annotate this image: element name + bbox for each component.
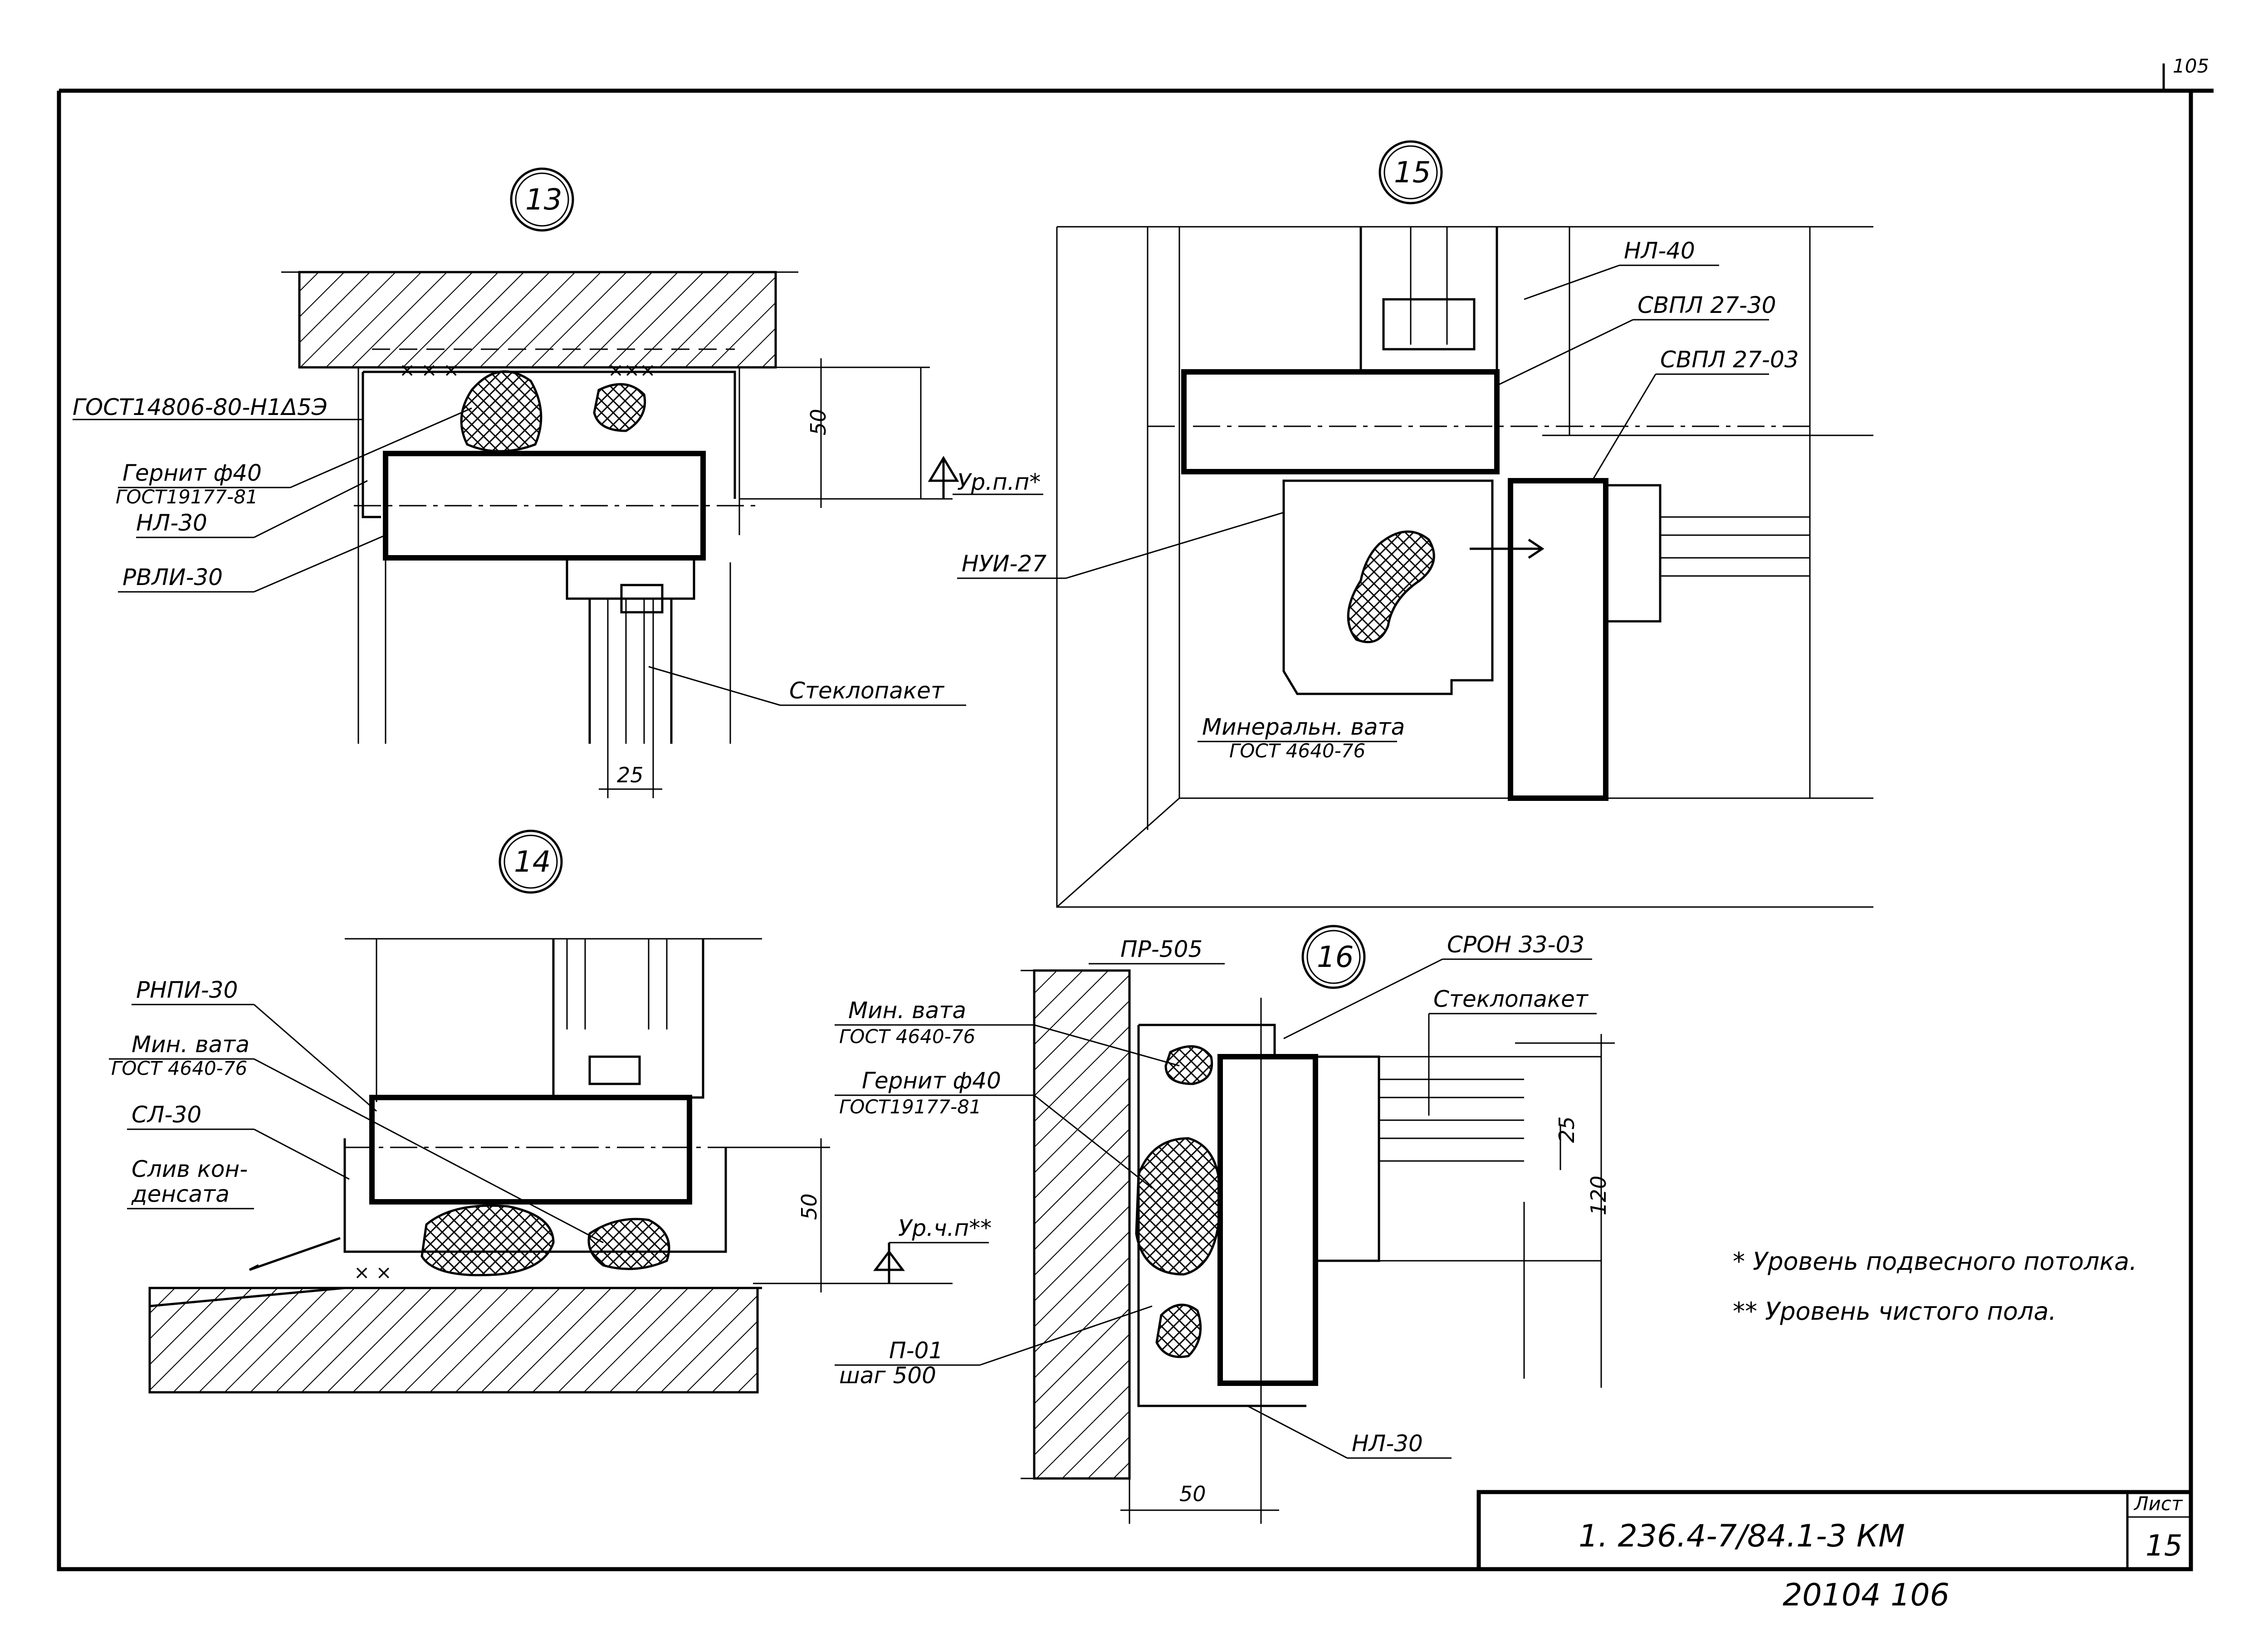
label-steklopaket: Стеклопакет [789,678,945,704]
label-svpl-27-03: СВПЛ 27-03 [1660,346,1799,373]
dim-120: 120 [1586,1176,1611,1215]
label-gost4640: ГОСТ 4640-76 [111,1057,247,1079]
label-mineraln-vata: Минеральн. вата [1202,714,1405,740]
sill-profile [369,1095,692,1205]
label-nl30: НЛ-30 [136,510,207,536]
dim-25-16: 25 [1554,1116,1579,1143]
transom-profile-15 [1181,369,1500,474]
svg-text:×××: ××× [608,359,656,381]
label-sliv-kon: Слив кон- [132,1156,248,1182]
top-corner-mark: 105 [2173,55,2209,77]
level-mark-ceiling: Ур.п.п* [957,469,1041,495]
gernit-seal-14 [420,1204,555,1277]
notes: * Уровень подвесного потолка. ** Уровень… [1733,1247,2137,1326]
dim-25: 25 [617,763,644,787]
dim-50-16: 50 [1179,1482,1206,1506]
floor-hatch [148,1287,759,1394]
label-gost4640-15: ГОСТ 4640-76 [1229,740,1365,762]
detail-15-number: 15 [1394,156,1431,190]
sheet-designation: 1. 236.4-7/84.1-3 КМ [1579,1518,1905,1554]
label-pr505: ПР-505 [1120,936,1202,962]
level-mark-floor: Ур.ч.п** [898,1215,992,1241]
label-svpl-27-30: СВПЛ 27-30 [1637,292,1776,318]
label-gost19177: ГОСТ19177-81 [116,486,258,508]
detail-14-number: 14 [514,845,551,879]
svg-text:× ×: × × [354,1261,392,1283]
slab-hatch [298,271,777,369]
detail-14: 14 × × 50 Ур.ч.п** РНПИ-30 Мин. вата ГОС [109,829,992,1394]
gernit-blob-16 [1135,1137,1222,1276]
label-shag500: шаг 500 [839,1362,936,1389]
wall-hatch [1033,969,1131,1480]
label-densata: денсата [131,1181,230,1207]
label-nl40: НЛ-40 [1624,238,1695,264]
detail-13: 13 × × × ××× 50 [73,167,1043,798]
min-vata-blob-bottom [1155,1303,1202,1358]
note-ceiling-level: * Уровень подвесного потолка. [1733,1247,2137,1276]
insulation-blob [593,383,646,432]
label-nl30-16: НЛ-30 [1352,1430,1423,1457]
label-gernit: Гернит ф40 [122,460,262,486]
svg-text:× × ×: × × × [399,359,459,381]
min-vata-blob-top [1164,1045,1213,1085]
label-rvli30: РВЛИ-30 [122,564,223,590]
detail-15: 15 НЛ-40 СВПЛ 27-30 СВПЛ 27-03 НУИ-27 [957,140,1873,908]
label-gost19177-16: ГОСТ19177-81 [839,1096,982,1118]
sheet-number: 15 [2146,1529,2182,1563]
label-sron-33-03: СРОН 33-03 [1447,932,1584,958]
label-sl30: СЛ-30 [132,1102,201,1128]
label-p01: П-01 [889,1337,943,1364]
label-rnpi30: РНПИ-30 [136,977,238,1003]
gernit-seal [460,370,543,453]
mineral-wool-blob [1347,530,1435,644]
dim-50-14: 50 [797,1193,821,1220]
archive-number: 20104 106 [1783,1577,1950,1613]
label-min-vata: Мин. вата [132,1031,249,1058]
label-gost14806: ГОСТ14806-80-Н1Δ5Э [73,394,327,420]
note-floor-level: ** Уровень чистого пола. [1733,1297,2057,1326]
post-profile [1508,478,1608,801]
label-gernit-16: Гернит ф40 [862,1068,1001,1094]
post-profile-16 [1217,1054,1318,1386]
title-block: 1. 236.4-7/84.1-3 КМ Лист 15 20104 106 [1476,1490,2193,1613]
insulation-blob-14 [587,1218,670,1270]
detail-16-number: 16 [1317,941,1354,974]
detail-13-number: 13 [525,183,562,217]
detail-16: 16 25 120 50 ПР-505 СРОН 33-03 [835,925,1615,1524]
label-gost4640-16: ГОСТ 4640-76 [839,1025,975,1048]
label-min-vata-16: Мин. вата [848,997,966,1024]
sheet-label: Лист [2133,1493,2183,1515]
dim-50: 50 [806,409,831,435]
label-steklopaket-16: Стеклопакет [1433,986,1589,1012]
label-nui27: НУИ-27 [962,551,1046,577]
transom-profile [383,451,706,561]
